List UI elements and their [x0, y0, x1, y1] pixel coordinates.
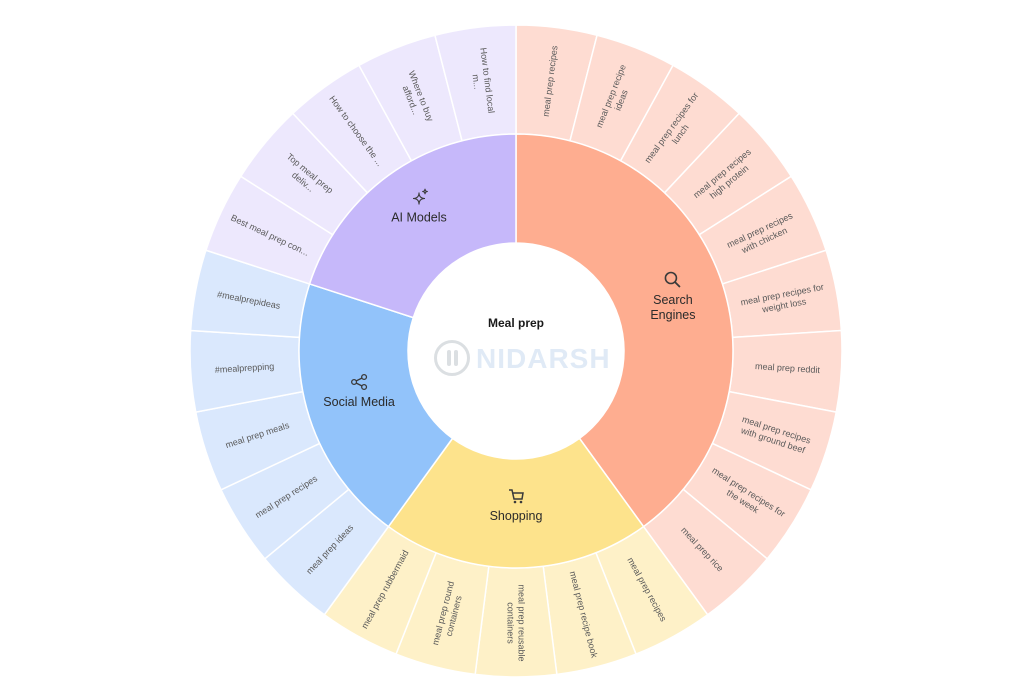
inner-label-social-media: Social Media	[323, 395, 395, 409]
sparkle-icon	[412, 188, 428, 205]
center-hole	[408, 243, 624, 459]
leaf-label: #mealprepping	[214, 361, 274, 375]
leaf-label: meal prep reddit	[755, 361, 821, 375]
share-icon	[351, 373, 368, 391]
inner-label-shopping: Shopping	[490, 509, 543, 523]
inner-label-ai-models: AI Models	[391, 211, 447, 225]
search-icon	[664, 271, 681, 288]
cart-icon	[509, 489, 524, 504]
center-label: Meal prep	[488, 316, 544, 330]
leaf-label: meal prep reusablecontainers	[506, 584, 527, 661]
